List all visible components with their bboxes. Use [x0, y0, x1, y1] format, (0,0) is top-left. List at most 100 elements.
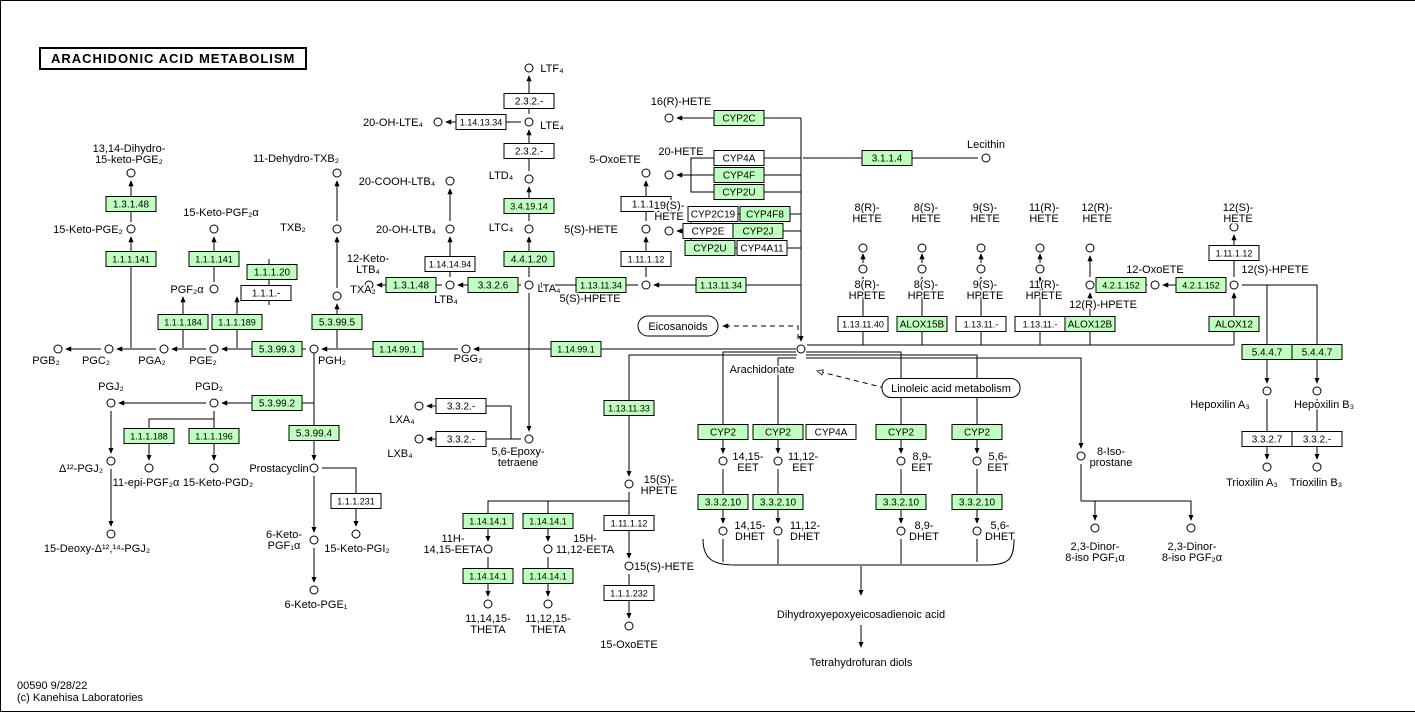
enzyme-3-4-19-14[interactable] [503, 198, 555, 214]
compound-6-keto-pge1[interactable] [309, 585, 319, 595]
compound-15-deoxy-delta1214-pgj2[interactable] [106, 529, 116, 539]
enzyme-cyp4a[interactable] [805, 424, 857, 440]
pathway-title[interactable]: ARACHIDONIC ACID METABOLISM [39, 47, 308, 70]
enzyme-cyp4f[interactable] [713, 167, 765, 183]
compound-prostacyclin[interactable] [309, 463, 319, 473]
compound-5s-hete[interactable] [641, 224, 651, 234]
compound-lxb4[interactable] [414, 434, 424, 444]
compound-111215-theta[interactable] [543, 599, 553, 609]
enzyme-3-3-2-[interactable] [435, 431, 487, 447]
compound-ltb4[interactable] [445, 280, 455, 290]
eicosanoids-node[interactable] [637, 315, 719, 337]
enzyme-1-14-14-1[interactable] [462, 513, 514, 529]
compound-hepoxilin-b3[interactable] [1312, 386, 1322, 396]
compound-12r-hete[interactable] [1085, 243, 1095, 253]
compound-111415-theta[interactable] [483, 599, 493, 609]
enzyme-cyp2u[interactable] [684, 240, 736, 256]
compound-12s-hpete[interactable] [1229, 280, 1239, 290]
enzyme-cyp2u[interactable] [713, 184, 765, 200]
enzyme-alox12[interactable] [1208, 316, 1260, 332]
enzyme-1-1-1-141[interactable] [188, 251, 240, 267]
enzyme-2-3-2-[interactable] [503, 143, 555, 159]
compound-8r-hpete[interactable] [858, 264, 868, 274]
compound-56-eet[interactable] [972, 456, 982, 466]
compound-9s-hpete[interactable] [976, 264, 986, 274]
enzyme-1-1-1-196[interactable] [188, 428, 240, 444]
enzyme-1-1-1-[interactable] [620, 196, 672, 212]
compound-1314-dihydro-15-keto-pge2[interactable] [126, 168, 136, 178]
compound-txb2[interactable] [332, 224, 342, 234]
compound-89-dhet[interactable] [896, 526, 906, 536]
compound-pga2[interactable] [159, 344, 169, 354]
compound-11r-hpete[interactable] [1035, 264, 1045, 274]
compound-hepoxilin-a3[interactable] [1262, 386, 1272, 396]
enzyme-cyp2c19[interactable] [687, 206, 739, 222]
enzyme-5-3-99-5[interactable] [311, 314, 363, 330]
enzyme-1-14-14-94[interactable] [424, 256, 476, 272]
compound-pgc2[interactable] [104, 344, 114, 354]
enzyme-5-3-99-4[interactable] [288, 425, 340, 441]
enzyme-3-3-2-10[interactable] [951, 494, 1003, 510]
compound-8r-hete[interactable] [858, 243, 868, 253]
compound-19s-hete[interactable] [664, 226, 674, 236]
compound-ltd4[interactable] [524, 174, 534, 184]
compound-15-keto-pgd2[interactable] [209, 463, 219, 473]
compound-arachidonate[interactable] [796, 344, 806, 354]
compound-8-iso-prostane[interactable] [1076, 451, 1086, 461]
enzyme-1-1-1-[interactable] [240, 285, 292, 301]
compound-trioxilin-b3[interactable] [1312, 462, 1322, 472]
enzyme-alox15b[interactable] [896, 316, 948, 332]
compound-20-oh-lte4[interactable] [433, 117, 443, 127]
enzyme-1-1-1-231[interactable] [330, 493, 382, 509]
compound-1112-eet[interactable] [773, 456, 783, 466]
compound-11-dehydro-txb2[interactable] [332, 168, 342, 178]
compound-16r-hete[interactable] [664, 113, 674, 123]
compound-lte4[interactable] [524, 117, 534, 127]
compound-11h-1415-eeta[interactable] [483, 544, 493, 554]
compound-56-epoxytetraene[interactable] [524, 434, 534, 444]
compound-1112-dhet[interactable] [773, 526, 783, 536]
enzyme-cyp4a11[interactable] [736, 240, 788, 256]
compound-15-keto-pge2[interactable] [126, 224, 136, 234]
enzyme-1-1-1-184[interactable] [157, 314, 209, 330]
compound-pgf2a[interactable] [209, 284, 219, 294]
enzyme-1-13-11-40[interactable] [837, 316, 889, 332]
compound-5-oxoete[interactable] [641, 168, 651, 178]
enzyme-1-13-11-34[interactable] [575, 277, 627, 293]
enzyme-alox12b[interactable] [1064, 316, 1116, 332]
compound-12-keto-ltb4[interactable] [364, 280, 374, 290]
enzyme-1-3-1-48[interactable] [385, 277, 437, 293]
enzyme-cyp2[interactable] [951, 424, 1003, 440]
compound-pge2[interactable] [209, 344, 219, 354]
enzyme-1-13-11-[interactable] [955, 316, 1007, 332]
compound-lta4[interactable] [524, 280, 534, 290]
enzyme-1-11-1-12[interactable] [620, 251, 672, 267]
compound-12-oxoete[interactable] [1150, 280, 1160, 290]
enzyme-1-1-1-141[interactable] [105, 251, 157, 267]
linoleic-acid-metabolism-node[interactable] [881, 378, 1021, 398]
compound-23-dinor-8-iso-pgf1a[interactable] [1090, 523, 1100, 533]
enzyme-1-3-1-48[interactable] [105, 196, 157, 212]
enzyme-cyp2c[interactable] [713, 110, 765, 126]
enzyme-1-1-1-232[interactable] [603, 585, 655, 601]
compound-12s-hete[interactable] [1229, 222, 1239, 232]
compound-15-keto-pgi2[interactable] [351, 529, 361, 539]
compound-12r-hpete[interactable] [1085, 280, 1095, 290]
compound-trioxilin-a3[interactable] [1262, 462, 1272, 472]
compound-20-oh-ltb4[interactable] [445, 224, 455, 234]
enzyme-3-3-2-10[interactable] [752, 494, 804, 510]
enzyme-3-3-2-10[interactable] [697, 494, 749, 510]
enzyme-cyp4f8[interactable] [739, 206, 791, 222]
compound-pgh2[interactable] [309, 344, 319, 354]
compound-ltf4[interactable] [524, 63, 534, 73]
compound-15h-1112-eeta[interactable] [543, 544, 553, 554]
compound-pgb2[interactable] [53, 344, 63, 354]
compound-8s-hpete[interactable] [917, 264, 927, 274]
compound-1415-dhet[interactable] [718, 526, 728, 536]
compound-pgg2[interactable] [461, 344, 471, 354]
compound-lxa4[interactable] [414, 401, 424, 411]
enzyme-5-3-99-3[interactable] [251, 341, 303, 357]
enzyme-cyp2[interactable] [752, 424, 804, 440]
compound-15-keto-pgf2a[interactable] [209, 224, 219, 234]
compound-11-epi-pgf2a[interactable] [144, 463, 154, 473]
